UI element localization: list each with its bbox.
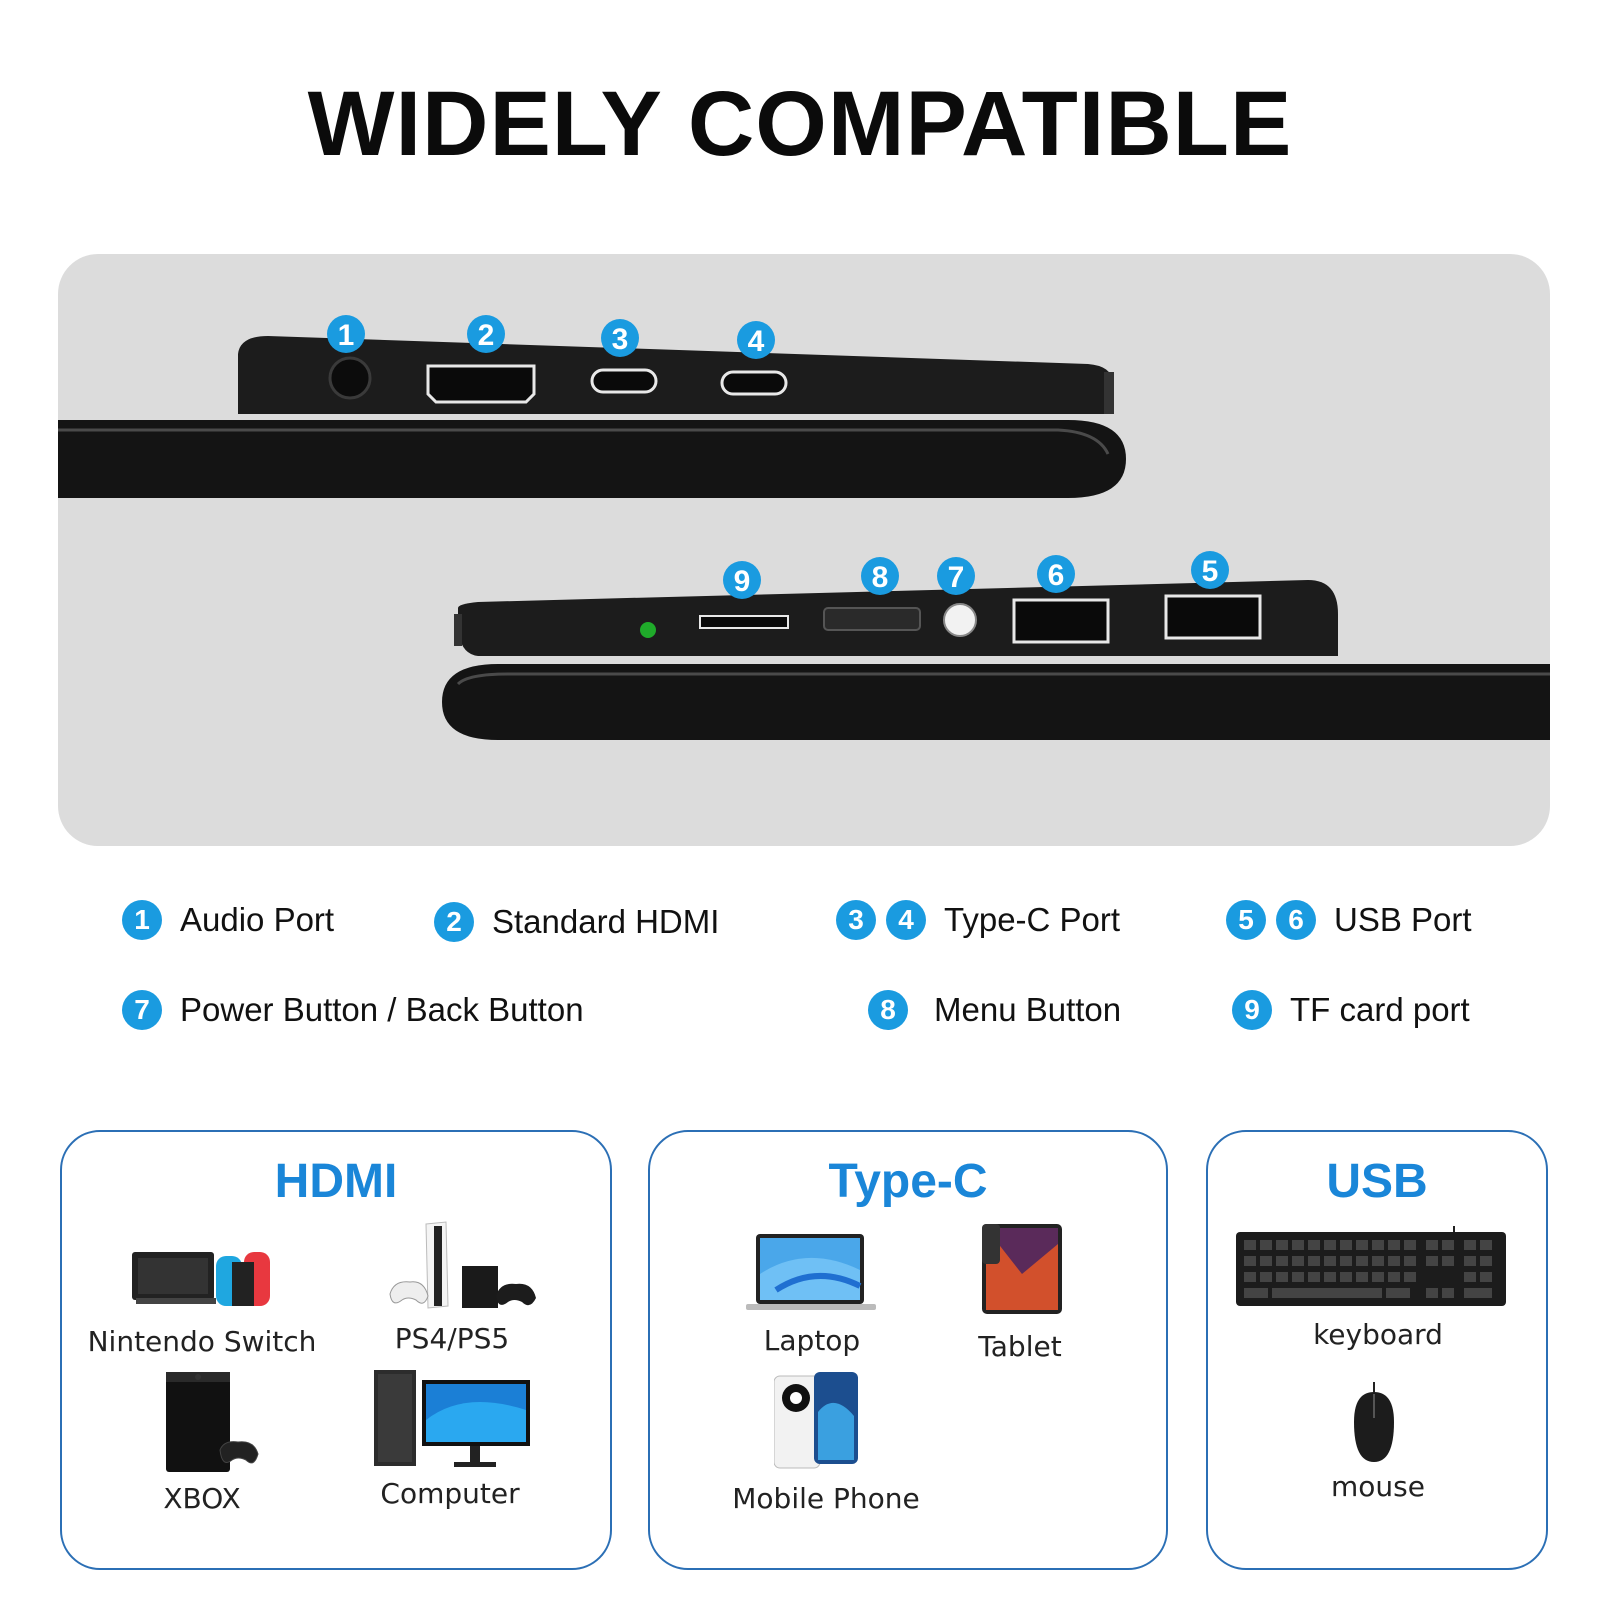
legend-label: USB Port <box>1334 901 1472 938</box>
legend-menu-button: 8 Menu Button <box>868 990 1121 1030</box>
laptop-icon <box>746 1234 876 1310</box>
port-badge-7: 7 <box>937 557 975 595</box>
typec-port-1-icon <box>590 368 658 394</box>
legend-badge: 3 <box>836 900 876 940</box>
legend-badge: 8 <box>868 990 908 1030</box>
port-badge-3: 3 <box>601 319 639 357</box>
usb-port-6-icon <box>1012 598 1110 644</box>
svg-text:7: 7 <box>948 561 965 594</box>
monitor-edges-svg <box>58 336 1550 740</box>
legend-usb: 5 6 USB Port <box>1226 900 1472 940</box>
phone-icon <box>774 1372 858 1469</box>
keyboard-icon <box>1236 1226 1506 1306</box>
port-badge-5: 5 <box>1191 551 1229 589</box>
monitor-top-edge <box>58 420 1126 498</box>
menu-wheel-icon <box>823 607 921 631</box>
usb-port-5-icon <box>1164 594 1262 640</box>
xbox-icon <box>166 1372 259 1472</box>
svg-text:2: 2 <box>478 319 495 352</box>
svg-text:6: 6 <box>1048 559 1065 592</box>
device-label: mouse <box>1331 1470 1425 1503</box>
legend-label: Power Button / Back Button <box>180 991 584 1028</box>
power-button-icon <box>943 603 977 637</box>
page-title: WIDELY COMPATIBLE <box>307 73 1293 175</box>
port-badge-2: 2 <box>467 315 505 353</box>
port-number-badges: 1 2 3 4 9 8 7 6 5 <box>327 315 1229 599</box>
monitor-bottom-edge <box>442 664 1550 740</box>
typec-card: Type-C Laptop Tablet Mobile Phone <box>648 1130 1168 1570</box>
cable-top <box>1104 372 1114 414</box>
audio-jack-icon <box>328 356 372 400</box>
computer-icon <box>374 1370 530 1467</box>
legend-label: Menu Button <box>934 991 1122 1028</box>
device-label: Tablet <box>978 1330 1062 1363</box>
svg-text:1: 1 <box>338 319 355 352</box>
power-led-icon <box>640 622 656 638</box>
typec-port-2-icon <box>720 370 788 396</box>
svg-text:3: 3 <box>612 323 629 356</box>
legend-badge: 9 <box>1232 990 1272 1030</box>
legend-hdmi: 2 Standard HDMI <box>434 902 719 942</box>
device-label: Computer <box>380 1477 520 1510</box>
playstation-icon <box>389 1221 536 1309</box>
svg-text:4: 4 <box>748 325 765 358</box>
legend-label: TF card port <box>1290 991 1470 1028</box>
tf-slot-icon <box>699 615 789 629</box>
top-edge-highlight <box>58 428 1110 455</box>
legend-badge: 5 <box>1226 900 1266 940</box>
legend-label: Standard HDMI <box>492 903 720 940</box>
hdmi-card: HDMI Nintendo Switch PS4/PS5 XBOX Comput… <box>60 1130 612 1570</box>
card-title: Type-C <box>828 1155 988 1208</box>
port-badge-1: 1 <box>327 315 365 353</box>
port-badge-9: 9 <box>723 561 761 599</box>
legend-typec: 3 4 Type-C Port <box>836 900 1120 940</box>
device-label: Nintendo Switch <box>87 1325 317 1358</box>
legend-badge: 1 <box>122 900 162 940</box>
legend-tf-card: 9 TF card port <box>1232 990 1470 1030</box>
svg-text:5: 5 <box>1202 555 1219 588</box>
product-ports-illustration: 1 2 3 4 9 8 7 6 5 <box>58 254 1550 846</box>
legend-label: Audio Port <box>180 901 335 938</box>
card-title: USB <box>1326 1155 1428 1208</box>
device-label: Laptop <box>763 1324 861 1357</box>
svg-text:9: 9 <box>734 565 751 598</box>
hdmi-port-icon <box>426 364 536 404</box>
legend-power-button: 7 Power Button / Back Button <box>122 990 584 1030</box>
mouse-icon <box>1354 1382 1394 1462</box>
svg-text:8: 8 <box>872 561 889 594</box>
legend-badge: 4 <box>886 900 926 940</box>
port-badge-6: 6 <box>1037 555 1075 593</box>
bottom-edge-highlight <box>456 672 1550 686</box>
device-label: Mobile Phone <box>732 1482 920 1515</box>
port-badge-8: 8 <box>861 557 899 595</box>
device-label: PS4/PS5 <box>394 1322 510 1355</box>
device-label: XBOX <box>163 1482 241 1515</box>
legend-badge: 7 <box>122 990 162 1030</box>
legend-badge: 2 <box>434 902 474 942</box>
legend-label: Type-C Port <box>944 901 1121 938</box>
device-label: keyboard <box>1313 1318 1443 1351</box>
port-badge-4: 4 <box>737 321 775 359</box>
legend-badge: 6 <box>1276 900 1316 940</box>
tablet-icon <box>982 1224 1062 1314</box>
usb-card: USB keyboard mouse <box>1206 1130 1548 1570</box>
card-title: HDMI <box>274 1155 398 1208</box>
cable-bottom <box>454 614 462 646</box>
legend-audio-port: 1 Audio Port <box>122 900 334 940</box>
console-icon <box>132 1252 270 1306</box>
